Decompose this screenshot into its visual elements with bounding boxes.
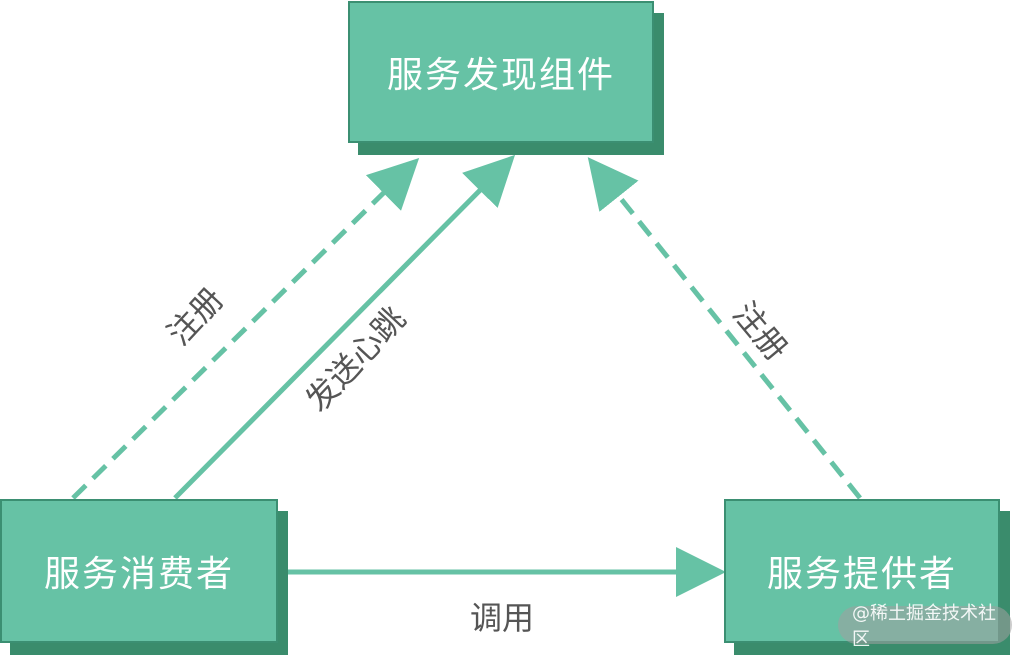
node-service-discovery: 服务发现组件 [348,1,654,143]
edge-provider-register [587,157,862,500]
edge-label-invoke: 调用 [470,599,535,637]
node-service-discovery-label: 服务发现组件 [386,55,615,96]
edge-consumer-register [71,157,420,500]
watermark: @稀土掘金技术社区 [838,603,1012,650]
node-service-provider-label: 服务提供者 [766,554,957,595]
edge-consumer-heartbeat [173,154,516,500]
node-service-consumer-label: 服务消费者 [43,554,234,595]
node-service-consumer: 服务消费者 [0,499,278,643]
